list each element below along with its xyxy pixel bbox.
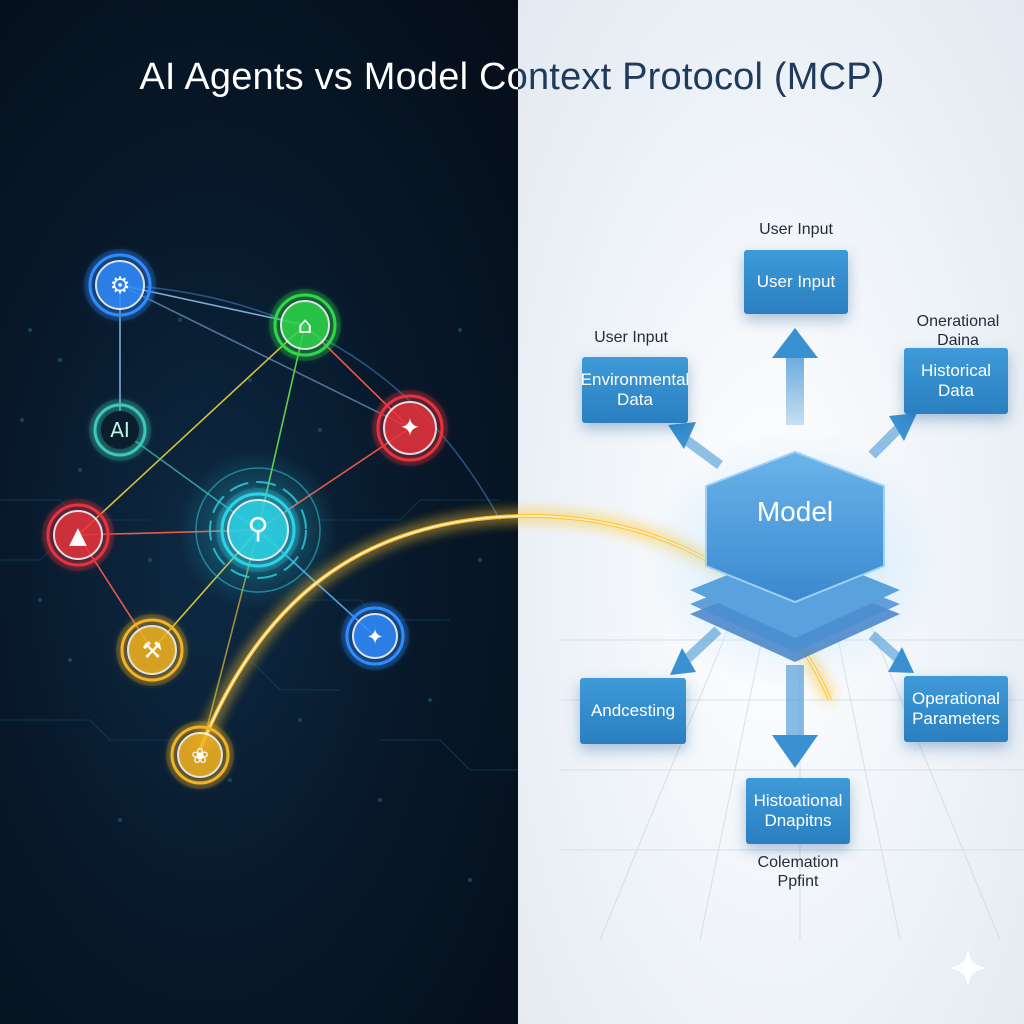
box-environmental-data: Environmental Data — [581, 357, 689, 423]
agent-nodes: ⚙ ⌂ AI ✦ ▲ ⚲ ⚒ ✦ ❀ — [42, 249, 448, 789]
agent-node-ring — [88, 253, 152, 317]
model-stack — [690, 450, 900, 662]
agent-node-core — [383, 401, 437, 455]
agent-node-core — [227, 499, 289, 561]
search-icon: ⚲ — [247, 511, 268, 545]
label-colemation-ppfint: Colemation Ppfint — [757, 854, 839, 890]
label-onerational-daina: Onerational Daina — [916, 313, 1000, 349]
box-andcesting: Andcesting — [580, 678, 686, 744]
ai-text-icon: AI — [110, 418, 130, 442]
agent-node-ring — [120, 618, 184, 682]
agent-node-core — [127, 625, 177, 675]
box-operational-parameters: Operational Parameters — [904, 676, 1008, 742]
model-label: Model — [756, 496, 834, 527]
agent-node-ring — [46, 503, 110, 567]
agent-node-ring — [220, 492, 296, 568]
gear-icon: ⚙ — [110, 273, 131, 299]
agent-node-ai: AI — [89, 399, 151, 461]
box-historical-data: Historical Data — [904, 348, 1008, 414]
agent-node-factory: ⌂ — [269, 289, 341, 361]
box-user-input: User Input — [744, 250, 848, 314]
page-title: AI Agents vs Model Context Protocol (MCP… — [0, 56, 1024, 99]
label-user-input-top: User Input — [759, 221, 833, 238]
agent-node-ring — [273, 293, 337, 357]
agent-node-ring — [376, 394, 444, 462]
handshake-icon: ✦ — [366, 625, 384, 649]
box-histoational-dnapitns: Histoational Dnapitns — [746, 778, 850, 844]
agent-node-ring — [345, 606, 405, 666]
agent-node-core — [95, 260, 145, 310]
agent-node-ring — [170, 725, 230, 785]
agent-node-search: ⚲ — [216, 488, 300, 572]
flow-arrows — [668, 328, 917, 768]
agent-node-tools: ⚒ — [116, 614, 188, 686]
agent-node-ring — [93, 403, 147, 457]
agent-node-alert: ▲ — [42, 499, 114, 571]
agent-node-handshake-blue: ✦ — [341, 602, 409, 670]
agent-node-gear: ⚙ — [84, 249, 156, 321]
agent-node-core — [177, 732, 223, 778]
team-icon: ❀ — [191, 744, 209, 768]
label-user-input-left: User Input — [594, 329, 668, 346]
agent-node-handshake-red: ✦ — [372, 390, 448, 466]
agent-node-core — [53, 510, 103, 560]
agent-node-core — [101, 411, 139, 449]
factory-icon: ⌂ — [298, 313, 313, 339]
alert-icon: ▲ — [69, 523, 87, 549]
circuit-dots — [20, 318, 482, 882]
sparkle-icon — [948, 948, 988, 988]
agent-node-team: ❀ — [166, 721, 234, 789]
tools-icon: ⚒ — [142, 638, 163, 664]
agent-node-core — [352, 613, 398, 659]
agent-node-core — [280, 300, 330, 350]
handshake-icon: ✦ — [400, 413, 421, 442]
